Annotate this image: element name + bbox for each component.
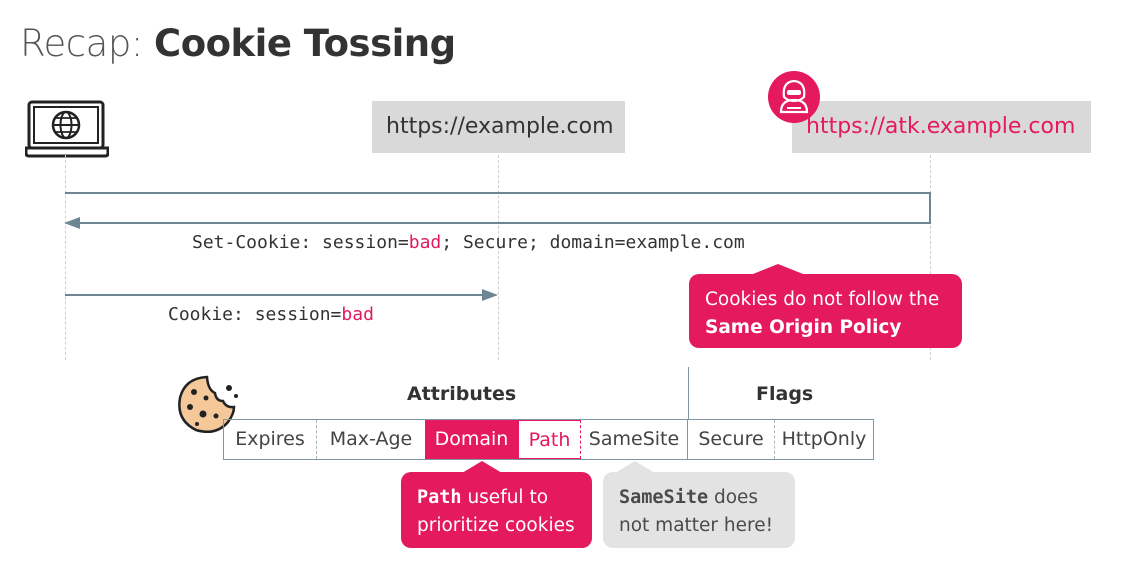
samesite-callout: SameSite does not matter here! [603, 472, 795, 548]
cookie-attributes-table: Expires Max-Age Domain Path SameSite Sec… [223, 419, 874, 460]
samesite-callout-line2: not matter here! [619, 515, 774, 536]
samesite-callout-line1: SameSite does [619, 484, 779, 512]
set-cookie-value: bad [408, 232, 442, 253]
path-callout-bold: Path [417, 487, 462, 508]
set-cookie-message: Set-Cookie: session=bad; Secure; domain=… [192, 232, 745, 253]
set-cookie-prefix: Set-Cookie: session= [192, 232, 409, 253]
page-title: Recap: Cookie Tossing [20, 22, 456, 65]
path-callout-line2: prioritize cookies [417, 515, 575, 536]
attr-samesite: SameSite [581, 420, 688, 459]
path-callout-line1: Path useful to [417, 484, 576, 512]
samesite-callout-bold: SameSite [619, 487, 709, 508]
attr-expires: Expires [224, 420, 317, 459]
lifeline-browser [65, 155, 66, 360]
title-main: Cookie Tossing [154, 22, 456, 65]
path-callout: Path useful to prioritize cookies [401, 472, 592, 548]
cookie-message: Cookie: session=bad [168, 304, 374, 325]
table-divider [688, 367, 689, 419]
title-prefix: Recap: [20, 22, 143, 65]
sop-callout: Cookies do not follow the Same Origin Po… [689, 274, 962, 348]
expires-maxage-divider [316, 420, 317, 459]
attr-path: Path [518, 420, 581, 459]
cookie-icon [178, 375, 238, 433]
attr-max-age: Max-Age [329, 428, 413, 450]
redirect-arrow [65, 192, 931, 224]
browser-globe-icon [25, 100, 109, 158]
cookie-value: bad [341, 304, 374, 325]
sop-callout-line1: Cookies do not follow the [705, 289, 940, 310]
attributes-header: Attributes [407, 383, 517, 405]
hacker-icon [768, 71, 820, 123]
path-callout-rest: useful to [461, 487, 549, 508]
lifeline-example [498, 155, 499, 360]
sop-callout-pointer [748, 264, 808, 276]
flag-httponly: HttpOnly [781, 428, 867, 450]
samesite-callout-pointer [615, 461, 655, 473]
host-example-label: https://example.com [386, 114, 614, 139]
host-attacker-label: https://atk.example.com [806, 114, 1076, 139]
sop-callout-line2: Same Origin Policy [705, 317, 902, 338]
path-callout-pointer [462, 461, 502, 473]
flag-secure: Secure [688, 420, 775, 459]
host-attacker-box: https://atk.example.com [792, 101, 1091, 153]
cookie-prefix: Cookie: session= [168, 304, 342, 325]
redirect-arrowhead [64, 217, 80, 229]
lifeline-attacker [930, 155, 931, 360]
attr-domain: Domain [425, 420, 518, 459]
samesite-callout-rest: does [708, 487, 759, 508]
host-example-box: https://example.com [372, 101, 625, 153]
cookie-arrowhead [482, 289, 498, 301]
set-cookie-suffix: ; Secure; domain=example.com [441, 232, 745, 253]
flags-header: Flags [756, 383, 814, 405]
